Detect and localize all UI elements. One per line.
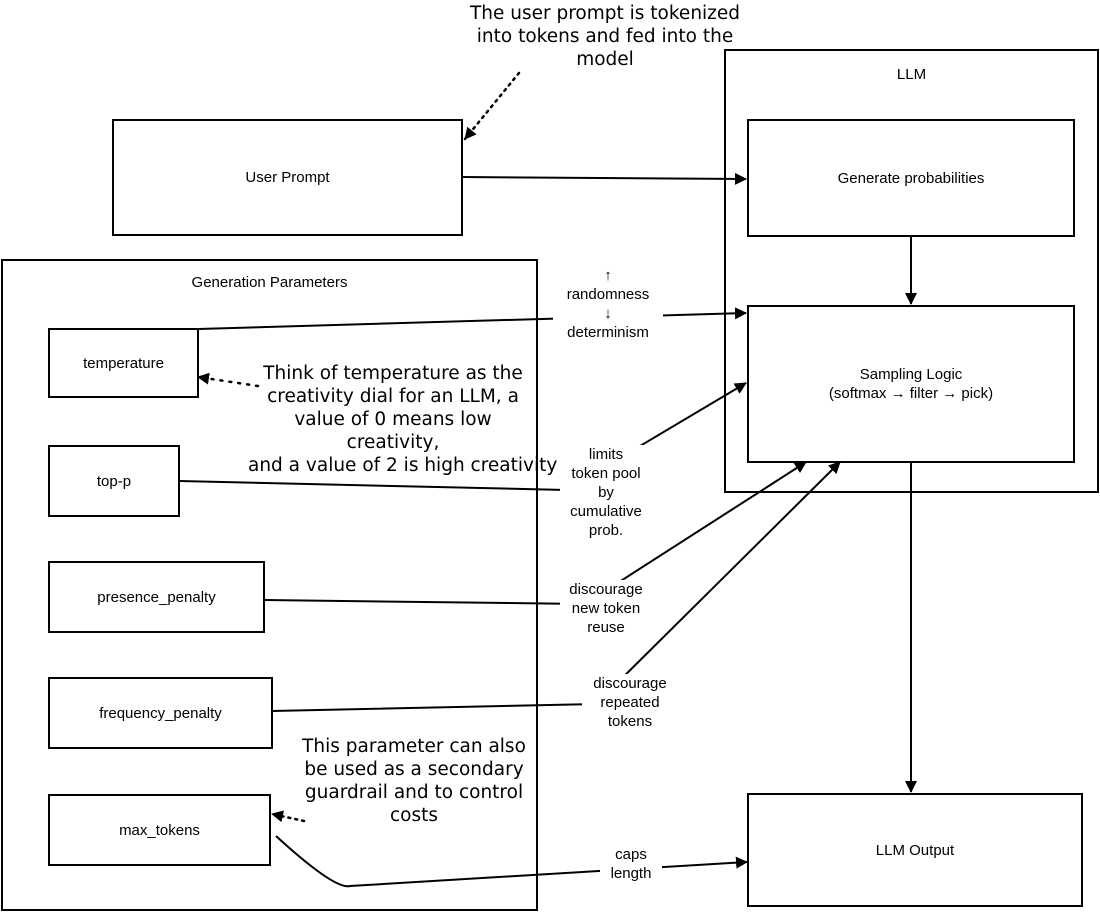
- arrow-prompt-to-generate: [461, 172, 747, 185]
- generation-parameters-group: [1, 259, 538, 911]
- llm-group-title: LLM: [896, 66, 927, 83]
- param-top-p-label: top-p: [96, 472, 132, 490]
- param-presence-penalty-label: presence_penalty: [97, 588, 216, 606]
- param-frequency-penalty-box: frequency_penalty: [48, 677, 273, 749]
- user-prompt-label: User Prompt: [245, 169, 330, 186]
- param-max-tokens-label: max_tokens: [119, 821, 200, 839]
- llm-output-box: LLM Output: [747, 793, 1083, 907]
- generate-probabilities-box: Generate probabilities: [747, 119, 1075, 237]
- generate-probabilities-label: Generate probabilities: [837, 169, 985, 187]
- edge-label-frequency-penalty: discourage repeated tokens: [582, 674, 678, 731]
- edge-label-presence-penalty: discourage new token reuse: [560, 580, 652, 637]
- dotted-pointer-temperature: [196, 372, 260, 388]
- generation-parameters-title: Generation Parameters: [191, 274, 348, 291]
- param-frequency-penalty-label: frequency_penalty: [99, 704, 222, 722]
- param-presence-penalty-box: presence_penalty: [48, 561, 265, 633]
- sampling-logic-sublabel: (softmax → filter → pick): [828, 385, 994, 402]
- user-prompt-box: User Prompt: [112, 119, 463, 236]
- dotted-pointer-max-tokens: [270, 810, 306, 823]
- sampling-logic-label: Sampling Logic: [859, 366, 963, 383]
- param-top-p-box: top-p: [48, 445, 180, 517]
- param-temperature-box: temperature: [48, 328, 199, 398]
- note-temperature: Think of temperature as the creativity d…: [248, 363, 558, 476]
- llm-group: [724, 49, 1099, 493]
- edge-label-max-tokens: caps length: [600, 845, 662, 883]
- note-max-tokens: This parameter can also be used as a sec…: [302, 736, 526, 826]
- arrow-max-tokens: [275, 835, 748, 888]
- edge-label-temperature: ↑ randomness ↓ determinism: [553, 266, 663, 342]
- param-max-tokens-box: max_tokens: [48, 794, 271, 866]
- edge-label-top-p: limits token pool by cumulative prob.: [560, 445, 652, 540]
- note-tokenize: The user prompt is tokenized into tokens…: [469, 3, 741, 70]
- param-temperature-label: temperature: [83, 354, 164, 372]
- llm-output-label: LLM Output: [875, 841, 955, 859]
- dotted-pointer-tokenize: [463, 71, 521, 141]
- sampling-logic-box: Sampling Logic (softmax → filter → pick): [747, 305, 1075, 463]
